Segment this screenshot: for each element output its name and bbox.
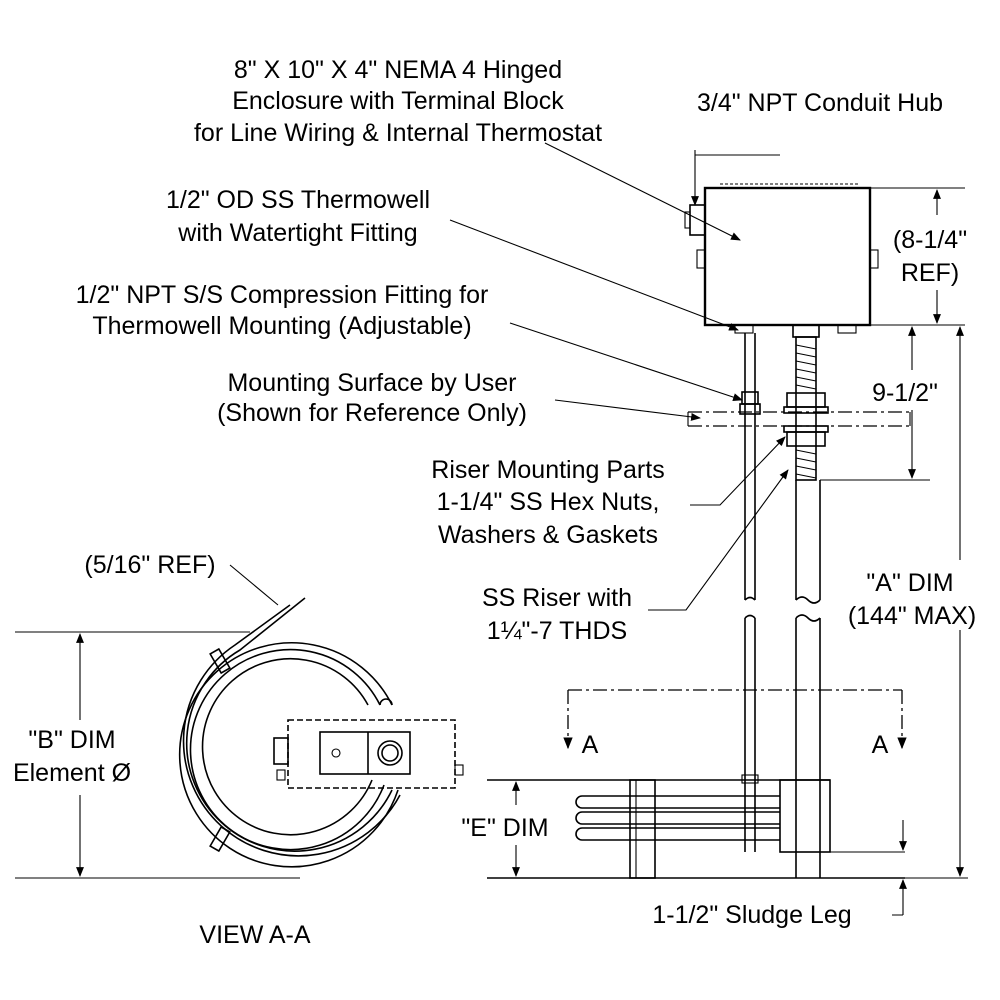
sheath-ref-label: (5/16" REF) [84,551,215,579]
dimension-lines [512,187,968,916]
enclosure-label-2: Enclosure with Terminal Block [232,87,564,115]
a-dim-label-2: (144" MAX) [848,602,976,630]
heating-element [487,779,905,879]
sludge-leg-label: 1-1/2" Sludge Leg [652,901,851,929]
riser-length-label: 9-1/2" [872,379,938,407]
leader-lines [229,142,789,611]
view-a-a [15,597,464,879]
mounting-surface [687,411,911,427]
section-mark-right: A [872,731,889,759]
enclosure-label-1: 8" X 10" X 4" NEMA 4 Hinged [234,56,562,84]
section-mark-left: A [582,731,599,759]
riser-parts-label-2: 1-1/4" SS Hex Nuts, [437,488,660,516]
enclosure-height-label-2: REF) [901,259,959,287]
thermowell-label-2: with Watertight Fitting [177,219,417,247]
riser-parts-label-1: Riser Mounting Parts [431,456,664,484]
riser-label-2: 1¼"-7 THDS [487,617,627,645]
thermowell [739,333,761,852]
enclosure-label-3: for Line Wiring & Internal Thermostat [194,119,602,147]
enclosure [684,183,879,334]
riser [783,324,829,878]
thermowell-label-1: 1/2" OD SS Thermowell [166,186,430,214]
a-dim-label-1: "A" DIM [866,569,953,597]
e-dim-label: "E" DIM [461,814,548,842]
b-dim-label-1: "B" DIM [28,726,115,754]
section-line [563,689,907,750]
compression-fitting-label-2: Thermowell Mounting (Adjustable) [92,312,471,340]
enclosure-height-label-1: (8-1/4" [893,226,967,254]
riser-parts-label-3: Washers & Gaskets [438,521,658,549]
conduit-hub-label: 3/4" NPT Conduit Hub [697,89,943,117]
compression-fitting-label-1: 1/2" NPT S/S Compression Fitting for [76,281,489,309]
view-label: VIEW A-A [199,921,310,949]
mounting-surface-label-2: (Shown for Reference Only) [217,399,527,427]
mounting-surface-label-1: Mounting Surface by User [227,369,516,397]
b-dim-label-2: Element Ø [13,759,131,787]
riser-label-1: SS Riser with [482,584,632,612]
